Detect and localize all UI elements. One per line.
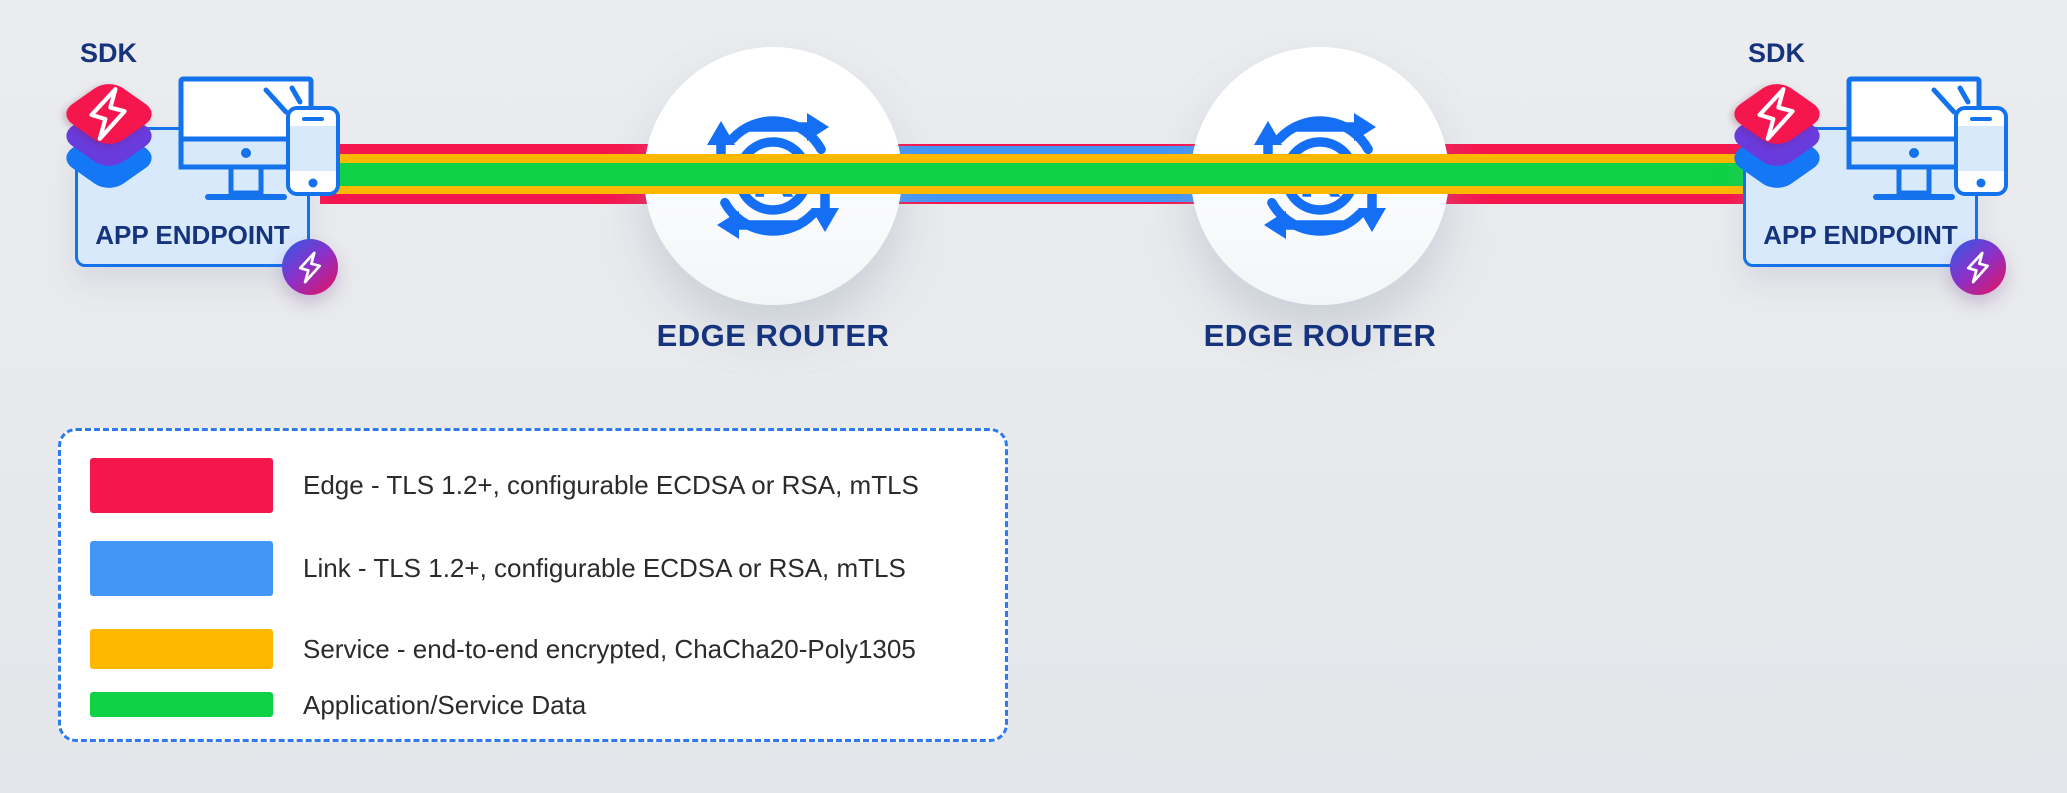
app-endpoint-label: APP ENDPOINT	[95, 220, 290, 250]
ziti-badge	[282, 239, 338, 295]
link-channel-stripe-top	[773, 146, 1320, 154]
sdk-stack-icon	[1726, 74, 1828, 196]
edge-router-right: R EDGE ROUTER	[1160, 40, 1480, 353]
legend-box: Edge - TLS 1.2+, configurable ECDSA or R…	[58, 428, 1008, 742]
service-channel-stripe-bottom	[320, 186, 1744, 194]
app-endpoint-left: SDK	[55, 30, 355, 310]
sdk-label: SDK	[1748, 38, 1806, 68]
service-color-swatch	[90, 629, 273, 669]
edge-color-swatch	[90, 458, 273, 513]
app-endpoint-right: SDK	[1723, 30, 2023, 310]
phone-icon	[1954, 106, 2008, 196]
edge-router-label: EDGE ROUTER	[1203, 318, 1437, 353]
phone-icon	[286, 106, 340, 196]
connector-line	[1975, 196, 1978, 244]
edge-router-left: R EDGE ROUTER	[613, 40, 933, 353]
legend-label-service: Service - end-to-end encrypted, ChaCha20…	[303, 634, 916, 664]
legend-label-data: Application/Service Data	[303, 690, 587, 720]
application-data-stripe	[320, 163, 1744, 186]
link-color-swatch	[90, 541, 273, 596]
ziti-bolt-icon	[89, 87, 127, 141]
link-channel-stripe-bottom	[773, 194, 1320, 202]
legend-label-link: Link - TLS 1.2+, configurable ECDSA or R…	[303, 553, 906, 583]
legend-label-edge: Edge - TLS 1.2+, configurable ECDSA or R…	[303, 470, 919, 500]
app-endpoint-label: APP ENDPOINT	[1763, 220, 1958, 250]
edge-router-label: EDGE ROUTER	[656, 318, 890, 353]
data-color-swatch	[90, 692, 273, 717]
ziti-badge	[1950, 239, 2006, 295]
sdk-stack-icon	[58, 74, 160, 196]
sdk-label: SDK	[80, 38, 138, 68]
ziti-bolt-icon	[1966, 251, 1989, 283]
service-channel-stripe-top	[320, 154, 1744, 163]
ziti-bolt-icon	[1757, 87, 1795, 141]
ziti-bolt-icon	[298, 251, 321, 283]
connector-line	[307, 196, 310, 244]
